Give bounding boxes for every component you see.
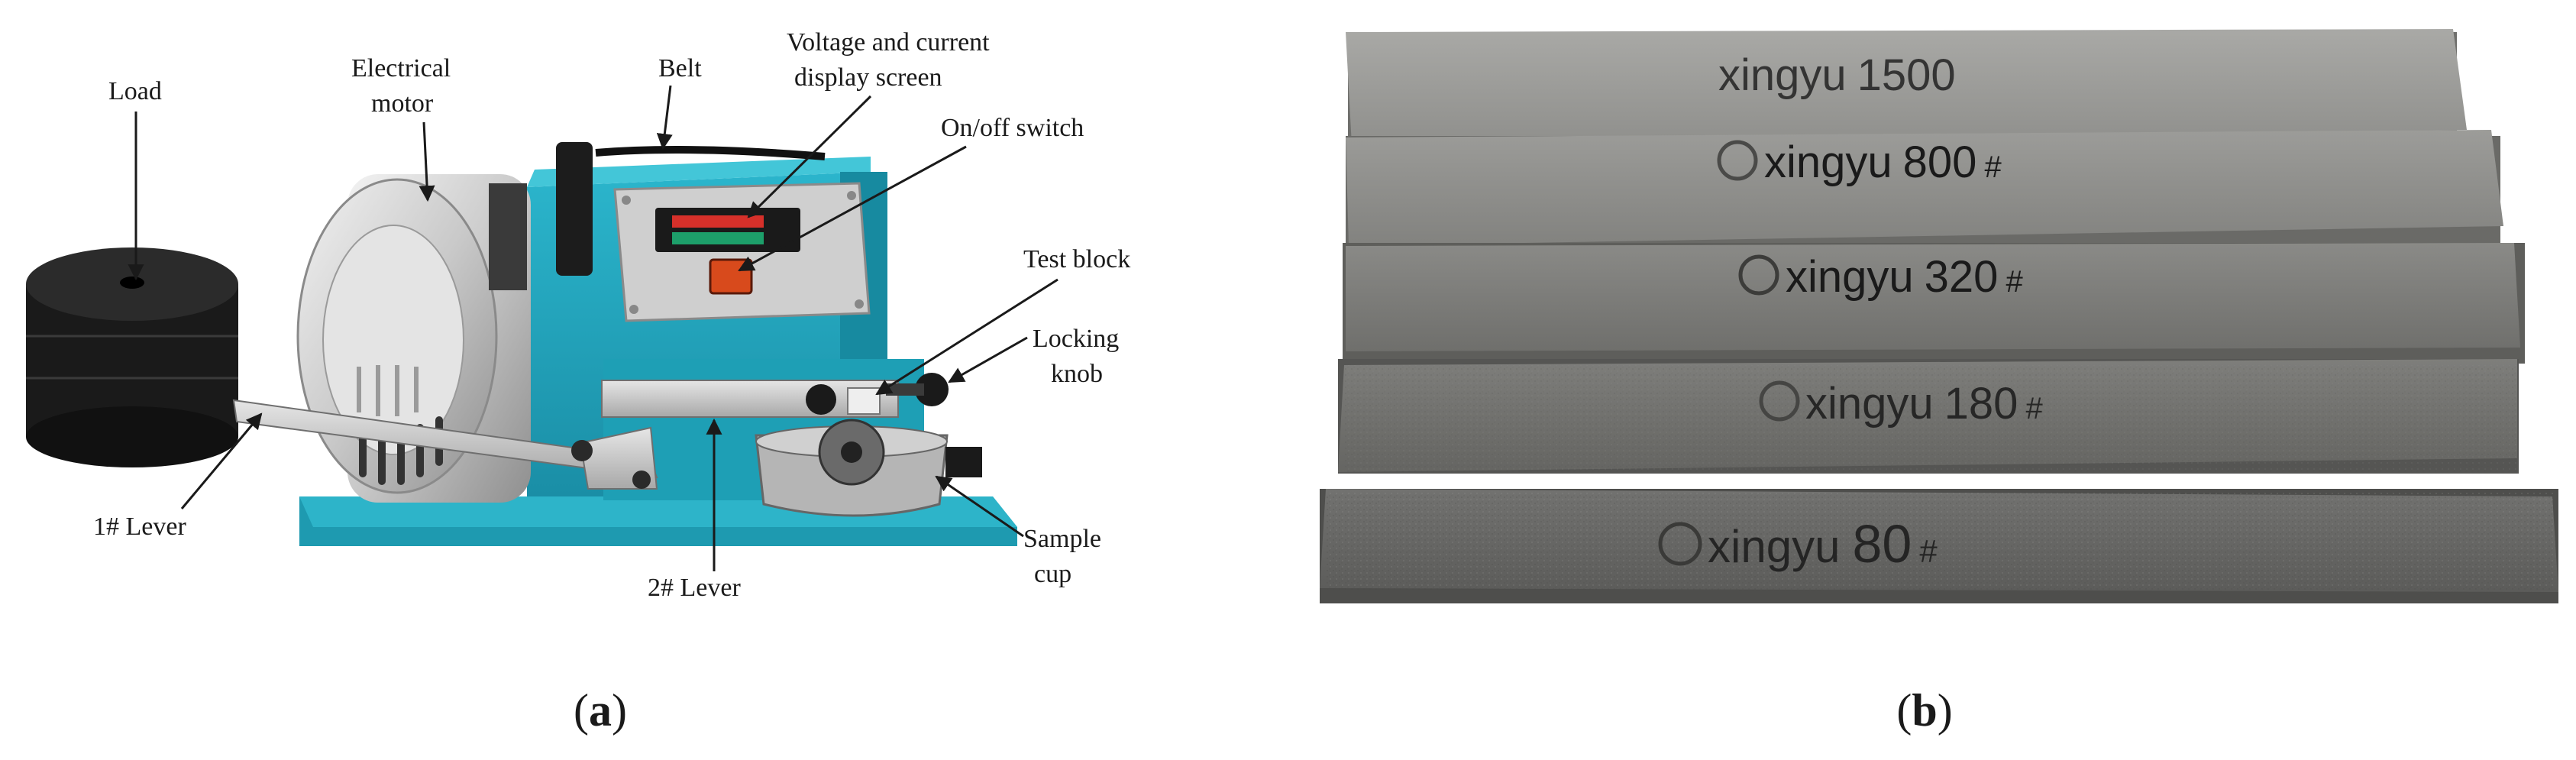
- stone-320-suffix: #: [2006, 265, 2023, 299]
- leader-test-block: [875, 278, 1059, 396]
- stone-320-grit: 320: [1925, 252, 1999, 302]
- label-knob-line1: Locking: [1033, 325, 1119, 353]
- caption-a: (a): [574, 685, 627, 736]
- label-load: Load: [108, 77, 162, 105]
- label-cup-line1: Sample: [1023, 525, 1101, 553]
- label-switch: On/off switch: [941, 114, 1084, 142]
- label-lever1: 1# Lever: [93, 513, 186, 541]
- leader-knob: [948, 336, 1028, 383]
- panel-a-labels: Load Electrical motor Belt Voltage and c…: [93, 28, 1130, 602]
- label-motor-line2: motor: [371, 89, 434, 118]
- leader-belt: [656, 85, 673, 150]
- panel-a-photo: [26, 142, 1017, 546]
- stone-80-grit: 80: [1852, 514, 1912, 574]
- caption-b: (b): [1896, 685, 1952, 736]
- stone-80-brand: xingyu: [1708, 521, 1840, 572]
- label-test-block: Test block: [1023, 245, 1130, 273]
- label-motor-line1: Electrical: [351, 54, 451, 82]
- stone-800-suffix: #: [1984, 150, 2002, 184]
- leader-switch: [738, 145, 967, 272]
- label-cup-line2: cup: [1034, 560, 1071, 588]
- label-display-line1: Voltage and current: [787, 28, 990, 57]
- label-display-line2: display screen: [794, 63, 942, 92]
- stone-1500-brand: xingyu: [1718, 50, 1847, 100]
- stone-180-brand: xingyu: [1805, 379, 1934, 429]
- on-off-switch: [709, 258, 753, 295]
- display-panel: [613, 182, 871, 322]
- label-knob-line2: knob: [1051, 360, 1103, 388]
- sample-cup: [755, 419, 982, 517]
- label-belt: Belt: [658, 54, 702, 82]
- load-weights: [26, 247, 238, 467]
- stone-80-suffix: #: [1919, 533, 1938, 569]
- lever-2: [601, 380, 899, 418]
- stone-1500-grit: 1500: [1857, 50, 1956, 100]
- belt-housing: [556, 142, 593, 276]
- leader-display: [747, 95, 872, 218]
- stone-800-brand: xingyu: [1764, 137, 1892, 187]
- voltage-current-screen: [655, 208, 800, 252]
- label-lever2: 2# Lever: [648, 574, 741, 602]
- leader-lever1: [180, 412, 263, 509]
- leader-motor: [419, 121, 435, 202]
- lever-1: [232, 399, 658, 490]
- leader-cup: [935, 475, 1024, 538]
- locking-knob: [886, 373, 949, 406]
- stone-180-suffix: #: [2025, 392, 2043, 425]
- stone-180-grit: 180: [1944, 379, 2018, 429]
- panel-a-leaders: [128, 85, 1059, 571]
- electrical-motor: [296, 174, 531, 503]
- stone-800-grit: 800: [1903, 137, 1977, 187]
- stone-320-brand: xingyu: [1786, 252, 1914, 302]
